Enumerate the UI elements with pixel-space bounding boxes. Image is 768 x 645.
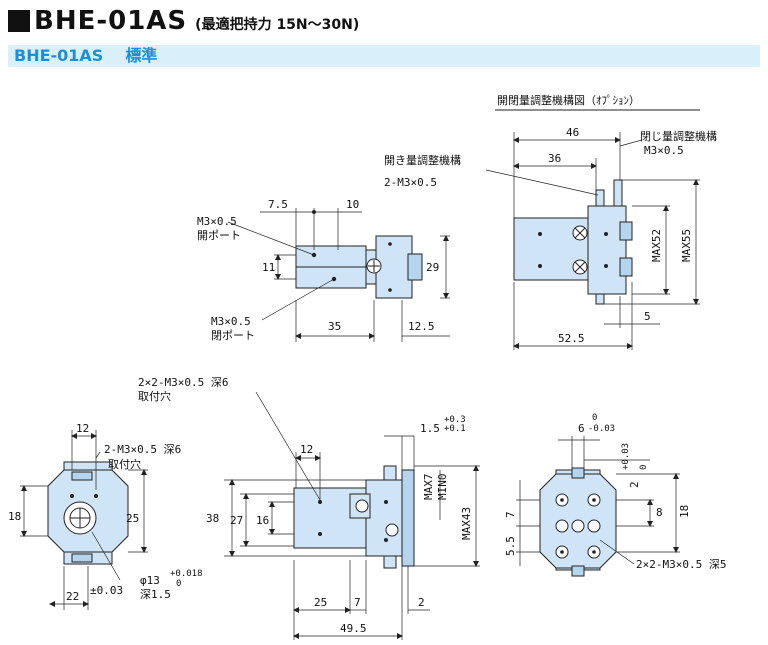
- tol-003: ±0.03: [90, 584, 123, 597]
- open-adjust-label: 開き量調整機構: [384, 153, 461, 167]
- dim-max52: MAX52: [650, 229, 663, 262]
- dim-max43: MAX43: [460, 507, 473, 540]
- close-adjust-thread: M3×0.5: [644, 144, 684, 157]
- bore-tol-low: 0: [176, 579, 181, 589]
- end-mount-label: 取付穴: [108, 457, 141, 471]
- dim-12-bottom: 12: [300, 443, 313, 456]
- dim-7-jaw: 7: [504, 511, 517, 518]
- dim-35: 35: [328, 320, 341, 333]
- open-port-thread: M3×0.5: [197, 215, 237, 228]
- dim-8-jaw: 8: [656, 506, 663, 519]
- dim-49-5: 49.5: [340, 622, 367, 635]
- dim-46: 46: [566, 126, 579, 139]
- bore-dia: φ13: [140, 574, 160, 587]
- end-view: [47, 461, 129, 565]
- option-head: [587, 205, 627, 295]
- dim-5-5-jaw: 5.5: [504, 536, 517, 556]
- dim-1-5-up: +0.3: [444, 415, 466, 425]
- open-adjust-thread: 2-M3×0.5: [384, 176, 437, 189]
- option-title: 開閉量調整機構図（ｵﾌﾟｼｮﾝ）: [497, 93, 640, 107]
- dim-7-bottom: 7: [354, 596, 361, 609]
- section-title: BHE-01AS 標準: [14, 44, 157, 68]
- close-port-thread: M3×0.5: [211, 315, 251, 328]
- dim-11: 11: [262, 261, 275, 274]
- dim-25-end: 25: [126, 512, 139, 525]
- dim-2-bottom: 2: [418, 596, 425, 609]
- dim-6-up: 0: [592, 413, 597, 423]
- dim-27: 27: [230, 514, 243, 527]
- section-band: [8, 45, 760, 67]
- bottom-mount-label: 取付穴: [138, 389, 171, 403]
- dim-6: 6: [578, 422, 585, 435]
- open-port-label: 開ポート: [197, 229, 241, 242]
- dim-12-5: 12.5: [408, 320, 435, 333]
- option-view: [513, 179, 633, 305]
- bore-depth: 深1.5: [140, 588, 171, 601]
- header-square-icon: [8, 10, 30, 32]
- dim-38: 38: [206, 512, 219, 525]
- dim-max55: MAX55: [680, 229, 693, 262]
- dim-5-top: 5: [644, 310, 651, 323]
- dim-1-5-low: +0.1: [444, 424, 466, 434]
- bore-tol-up: +0.018: [170, 569, 203, 579]
- bottom-view-head: [365, 479, 403, 557]
- end-mount-thread: 2-M3×0.5 深6: [104, 443, 181, 456]
- dim-18-jaw: 18: [678, 505, 691, 518]
- dim-22: 22: [66, 590, 79, 603]
- close-adjust-label: 閉じ量調整機構: [640, 129, 717, 143]
- model-title: BHE-01AS: [34, 6, 188, 36]
- dim-1-5: 1.5: [420, 422, 440, 435]
- dim-16: 16: [256, 514, 269, 527]
- grip-force-subtitle: (最適把持力 15N〜30N): [195, 17, 360, 33]
- bottom-view: [293, 465, 415, 569]
- dim-2-jaw: 2: [628, 481, 641, 488]
- bottom-mount-thread: 2×2-M3×0.5 深6: [138, 376, 228, 389]
- section-model: BHE-01AS: [14, 46, 104, 65]
- jaw-view: [539, 467, 617, 577]
- dim-29: 29: [426, 261, 439, 274]
- dim-36: 36: [548, 152, 561, 165]
- dim-52-5: 52.5: [558, 332, 585, 345]
- dim-12-end: 12: [76, 422, 89, 435]
- dim-max7: MAX7: [422, 474, 435, 501]
- page-header: BHE-01AS (最適把持力 15N〜30N): [8, 6, 359, 36]
- dim-10: 10: [346, 198, 359, 211]
- dim-2-jaw-up: +0.03: [621, 443, 631, 470]
- jaw-thread-label: 2×2-M3×0.5 深5: [636, 558, 726, 571]
- dim-18-end: 18: [8, 510, 21, 523]
- side-view-top: [295, 235, 423, 299]
- dim-2-jaw-low: 0: [639, 465, 649, 470]
- dim-min0: MIN0: [436, 474, 449, 501]
- dim-25-bottom: 25: [314, 596, 327, 609]
- dim-7-5: 7.5: [268, 198, 288, 211]
- section-type: 標準: [125, 46, 158, 65]
- dim-6-low: -0.03: [588, 424, 615, 434]
- close-port-label: 閉ポート: [211, 329, 255, 342]
